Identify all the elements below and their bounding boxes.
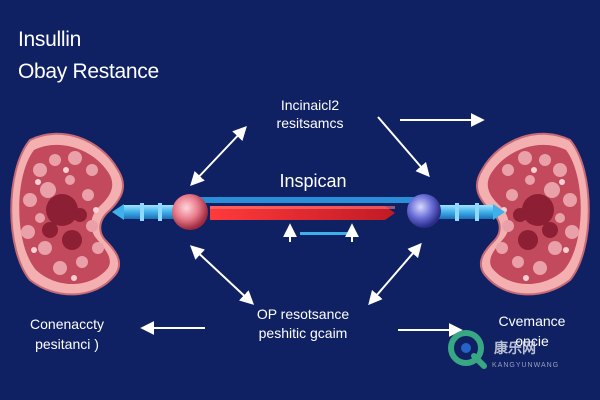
bottom-center-label: OP resotsance peshitic gcaim — [228, 305, 378, 343]
top-center-label-line-1: Incinaicl2 — [280, 97, 340, 113]
left-organ-illustration — [10, 132, 125, 296]
arrow-top-right — [377, 116, 430, 178]
left-blue-tube — [112, 203, 180, 221]
watermark-subtext: KANGYUNWANG — [492, 362, 560, 369]
bottom-left-label-line-2: pesitanci ) — [35, 336, 99, 352]
right-organ-illustration — [475, 132, 590, 296]
watermark-text: 康乐网 — [494, 340, 536, 356]
top-center-label-line-2: resitsamcs — [276, 115, 344, 131]
bottom-right-label-line-2: oncie — [515, 333, 549, 349]
central-channel — [200, 197, 418, 235]
arrow-up-left-double — [190, 125, 247, 187]
bottom-center-label-line-2: peshitic gcaim — [258, 325, 348, 341]
bottom-left-label-line-1: Conenaccty — [30, 316, 104, 332]
top-center-label: Incinaicl2 resitsamcs — [255, 96, 365, 132]
bottom-center-label-line-1: OP resotsance — [256, 306, 350, 322]
center-label: Inspican — [279, 171, 347, 191]
pink-node — [172, 194, 208, 230]
title-line-1: Insullin — [18, 28, 81, 51]
purple-node — [407, 194, 441, 228]
arrow-down-left-double — [189, 245, 255, 305]
bottom-right-label: Cvemance oncie — [484, 311, 580, 351]
right-blue-tube — [425, 203, 505, 221]
bottom-right-label-line-1: Cvemance — [498, 313, 566, 329]
title-line-2: Obay Restance — [18, 60, 159, 83]
arrow-bottom-right-double — [368, 242, 422, 306]
bottom-left-label: Conenaccty pesitanci ) — [12, 314, 122, 354]
watermark-logo-icon — [448, 330, 487, 369]
